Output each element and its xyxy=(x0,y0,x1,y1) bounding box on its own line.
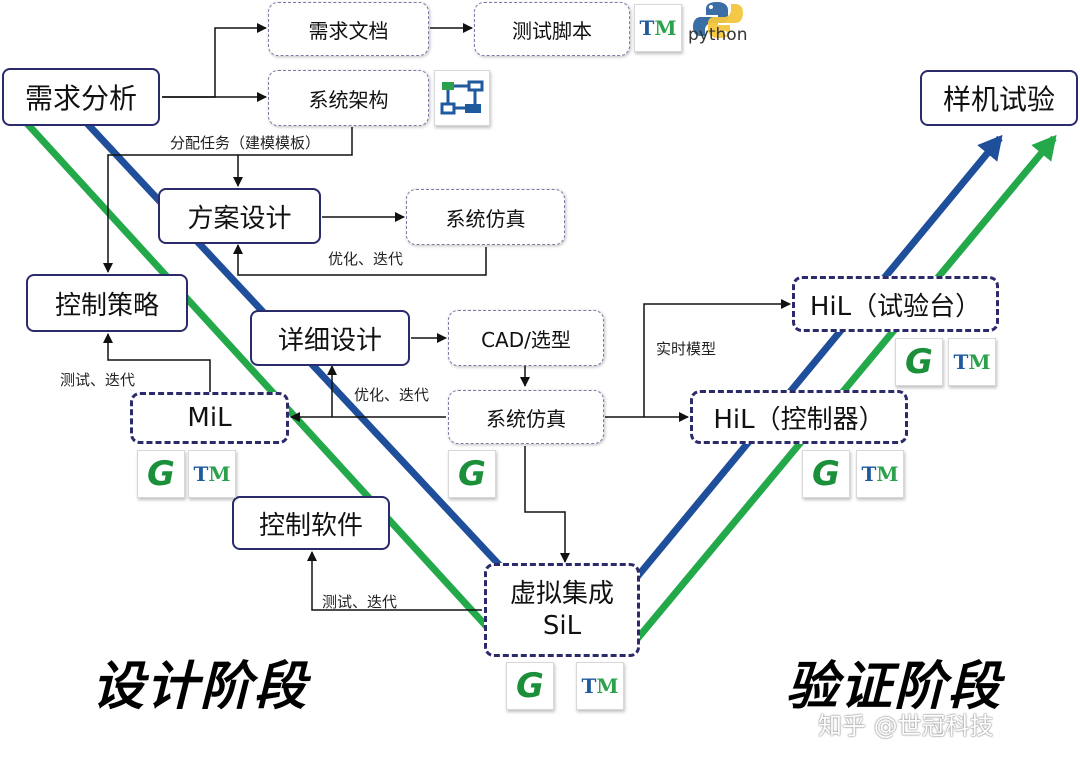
solution-design-box: 方案设计 xyxy=(158,188,321,244)
g-logo-icon: G xyxy=(895,338,943,386)
arrow-arch-to-solution xyxy=(233,127,353,187)
cad-selection-box: CAD/选型 xyxy=(448,310,604,366)
python-logo-icon: python xyxy=(686,0,748,56)
assign-tasks-label: 分配任务（建模模板） xyxy=(170,134,321,152)
g-logo-icon: G xyxy=(448,450,496,498)
virtual-integration-line2: SiL xyxy=(542,611,582,641)
mil-box: MiL xyxy=(130,392,289,444)
python-snake-icon xyxy=(693,2,743,38)
system-architecture-box: 系统架构 xyxy=(268,70,429,126)
architecture-diagram-icon xyxy=(434,70,490,126)
arrow-sim-to-hilt xyxy=(643,299,791,417)
arrow-sil-to-software xyxy=(307,551,482,611)
test-iterate-label-2: 测试、迭代 xyxy=(322,593,398,611)
detailed-design-box: 详细设计 xyxy=(250,310,410,366)
g-logo-icon: G xyxy=(802,450,850,498)
test-iterate-label-1: 测试、迭代 xyxy=(60,371,136,389)
test-script-box: 测试脚本 xyxy=(474,2,630,56)
arrow-arch-to-strategy xyxy=(103,154,238,273)
prototype-test-box: 样机试验 xyxy=(920,70,1078,126)
virtual-integration-sil-box: 虚拟集成 SiL xyxy=(484,563,640,657)
arrow-sim-loop-back xyxy=(233,244,487,276)
optimize-iterate-label-1: 优化、迭代 xyxy=(328,250,404,268)
hil-testbench-box: HiL（试验台） xyxy=(792,276,999,332)
g-logo-icon: G xyxy=(506,662,554,710)
v-blue-right-line xyxy=(615,134,1003,603)
design-stage-title: 设计阶段 xyxy=(92,657,309,717)
watermark-text: 知乎 @世冠科技 xyxy=(818,712,994,740)
arrow-mil-to-strategy xyxy=(103,333,211,392)
g-logo-icon: G xyxy=(137,450,185,498)
requirement-doc-box: 需求文档 xyxy=(268,2,429,56)
arrow-sim-to-sil xyxy=(524,446,570,563)
verification-stage-title: 验证阶段 xyxy=(786,657,1003,717)
system-simulation-mid-box: 系统仿真 xyxy=(448,390,604,444)
python-text: python xyxy=(688,25,748,45)
arrow-req-to-doc xyxy=(162,23,267,98)
optimize-iterate-label-2: 优化、迭代 xyxy=(354,386,430,404)
v-green-left-line xyxy=(19,115,511,653)
control-software-box: 控制软件 xyxy=(232,496,390,550)
hil-controller-box: HiL（控制器） xyxy=(690,390,908,444)
requirement-analysis-box: 需求分析 xyxy=(2,68,160,126)
system-simulation-top-box: 系统仿真 xyxy=(406,189,565,245)
control-strategy-box: 控制策略 xyxy=(26,274,188,332)
virtual-integration-line1: 虚拟集成 xyxy=(509,578,614,609)
realtime-model-label: 实时模型 xyxy=(656,340,717,358)
